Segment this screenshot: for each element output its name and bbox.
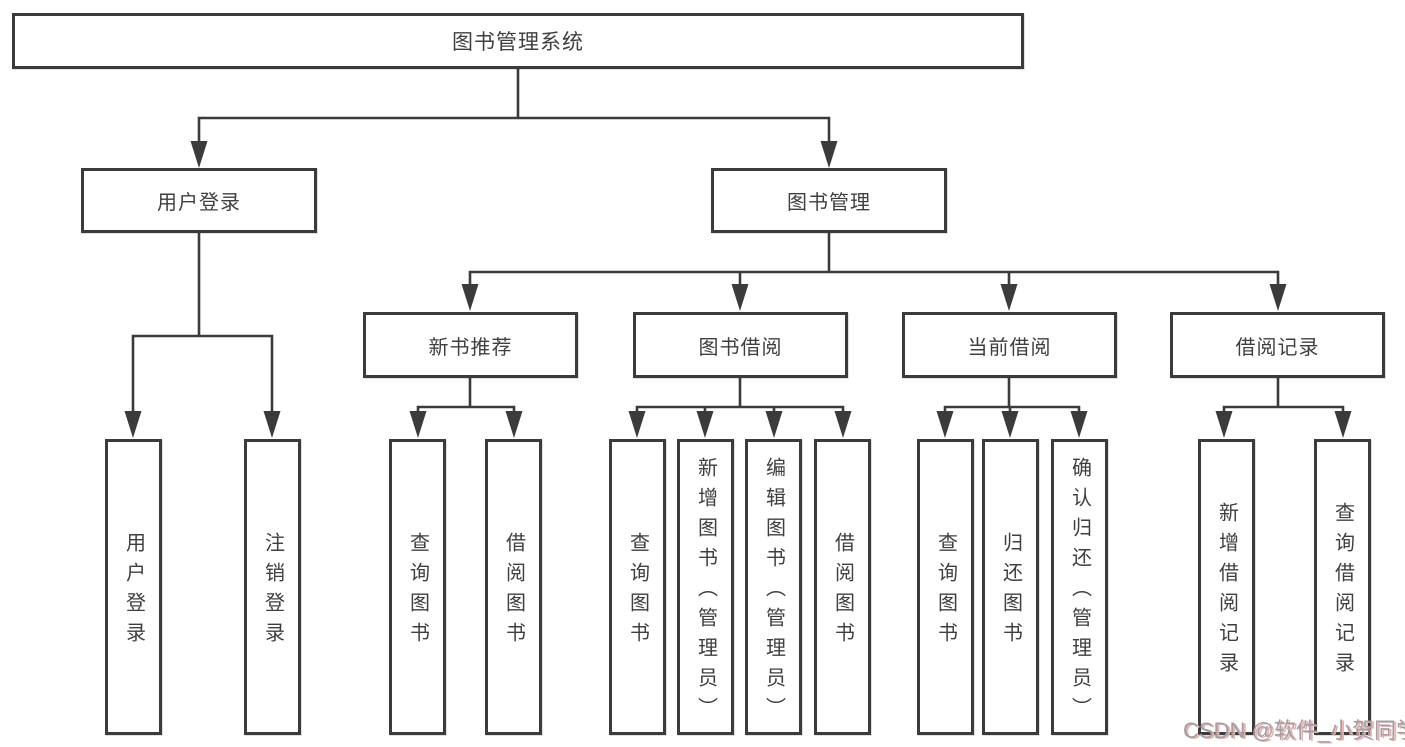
arrow-icon: [731, 284, 749, 311]
leaf-edit-books-admin: 编辑图书（管理员）: [745, 439, 802, 735]
arrow-icon: [190, 141, 208, 168]
arrow-icon: [936, 411, 954, 438]
arrow-icon: [505, 411, 523, 438]
leaf-query-books-recommend: 查询图书: [389, 439, 446, 735]
leaf-query-books-borrow: 查询图书: [609, 439, 666, 735]
leaf-add-books-admin: 新增图书（管理员）: [677, 439, 734, 735]
node-borrow-records: 借阅记录: [1170, 312, 1385, 378]
connector-userlogin-to-leaves: [131, 233, 274, 414]
leaf-user-login: 用户登录: [105, 439, 162, 735]
leaf-query-books-current: 查询图书: [917, 439, 974, 735]
leaf-query-borrow-record: 查询借阅记录: [1314, 439, 1371, 735]
node-root-book-management-system: 图书管理系统: [12, 13, 1024, 69]
arrow-icon: [263, 411, 281, 438]
node-book-management: 图书管理: [711, 168, 947, 233]
arrow-icon: [1001, 411, 1019, 438]
leaf-return-books: 归还图书: [982, 439, 1039, 735]
arrow-icon: [696, 411, 714, 438]
connector-bookmgmt-to-level3: [468, 233, 1280, 287]
arrow-icon: [1269, 284, 1287, 311]
leaf-confirm-return-admin: 确认归还（管理员）: [1051, 439, 1108, 735]
arrow-icon: [1000, 284, 1018, 311]
csdn-watermark: CSDN @软件_小贺同学: [1183, 718, 1405, 743]
arrow-icon: [124, 411, 142, 438]
node-book-borrow: 图书借阅: [633, 312, 848, 378]
arrow-icon: [1070, 411, 1088, 438]
arrowheads: [124, 141, 1352, 438]
connector-currentborrow-to-leaves: [943, 378, 1081, 414]
arrow-icon: [1215, 411, 1233, 438]
node-user-login: 用户登录: [81, 168, 317, 233]
node-current-borrow: 当前借阅: [902, 312, 1117, 378]
arrow-icon: [834, 411, 852, 438]
arrow-icon: [765, 411, 783, 438]
arrow-icon: [820, 141, 838, 168]
leaf-borrow-books: 借阅图书: [814, 439, 871, 735]
leaf-logout-login: 注销登录: [244, 439, 301, 735]
leaf-borrow-books-recommend: 借阅图书: [485, 439, 542, 735]
arrow-icon: [461, 284, 479, 311]
connector-bookborrow-to-leaves: [635, 378, 845, 414]
arrow-icon: [409, 411, 427, 438]
arrow-icon: [1334, 411, 1352, 438]
arrow-icon: [628, 411, 646, 438]
connector-borrowrecord-to-leaves: [1222, 378, 1345, 414]
node-new-book-recommend: 新书推荐: [363, 312, 578, 378]
leaf-add-borrow-record: 新增借阅记录: [1198, 439, 1255, 735]
connector-root-to-level2: [197, 69, 831, 144]
connector-newbook-to-leaves: [416, 378, 516, 414]
